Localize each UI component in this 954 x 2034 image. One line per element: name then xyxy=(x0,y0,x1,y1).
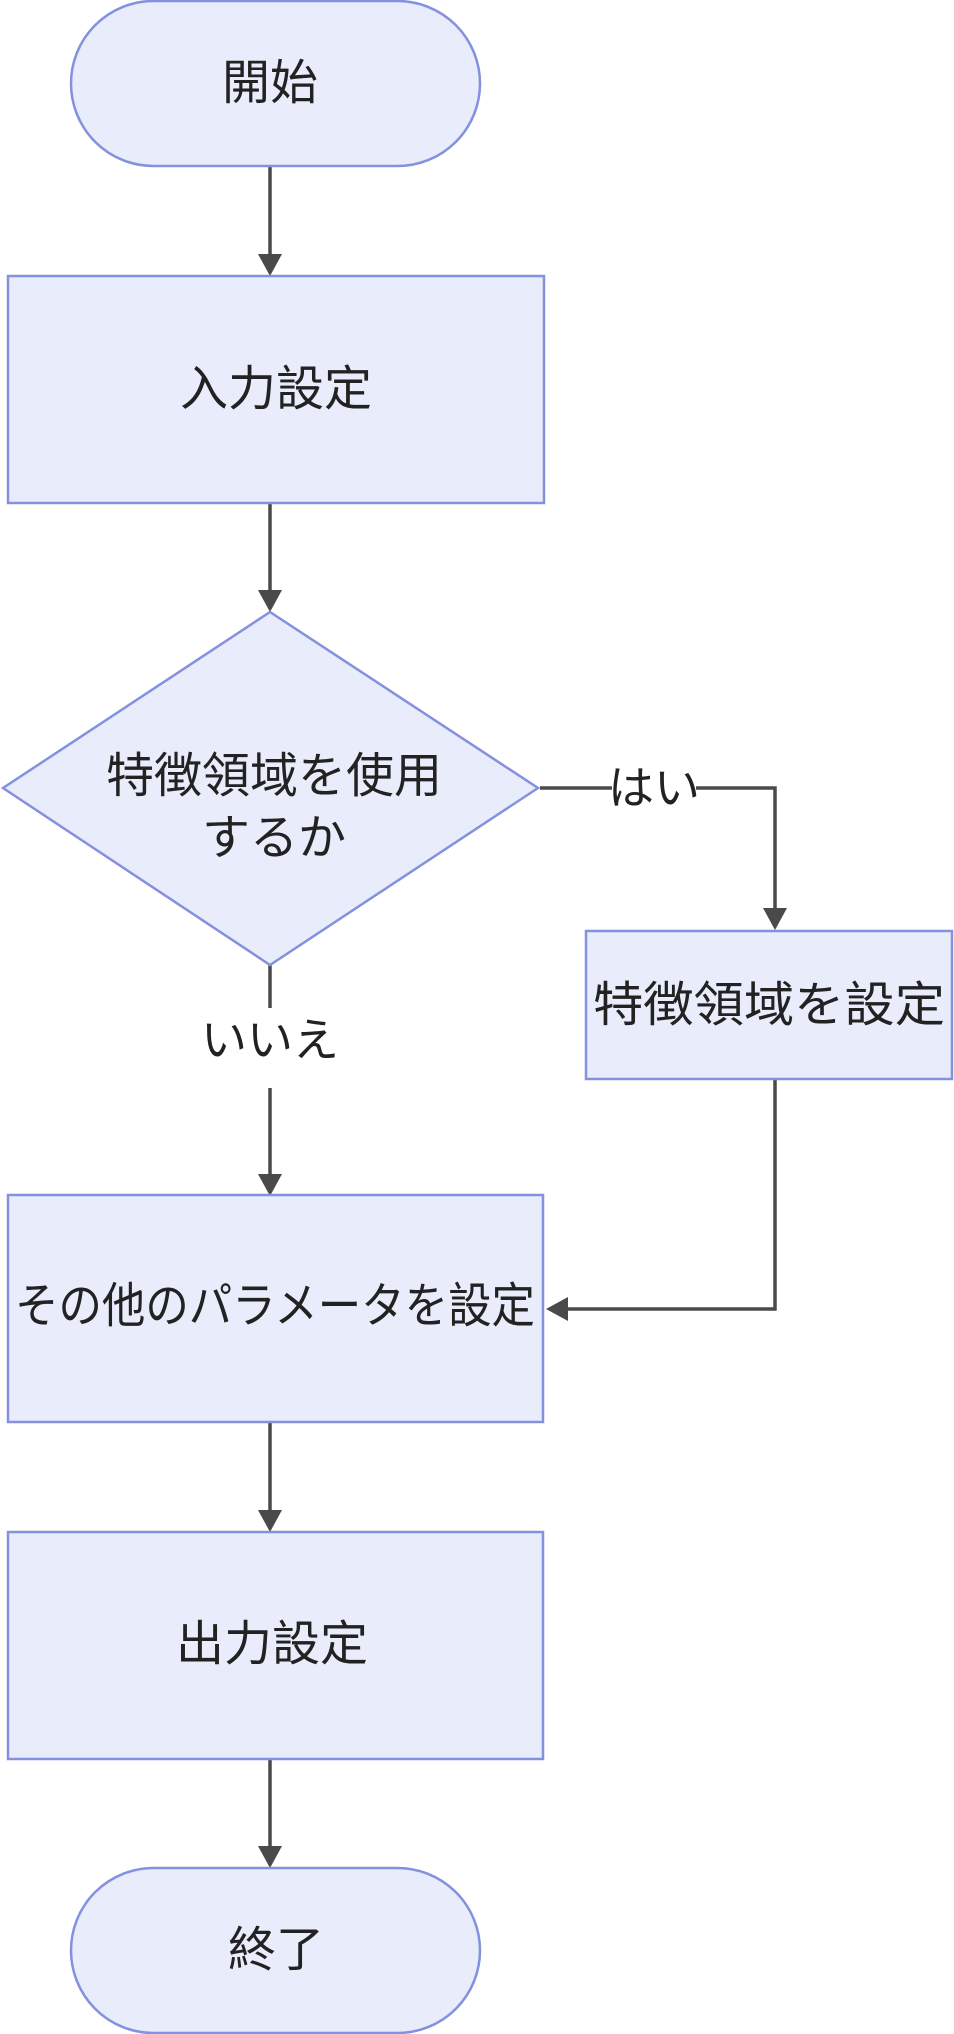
node-decision-label-line1: 特徴領域を使用 xyxy=(106,748,442,804)
arrowhead-other-params-side xyxy=(546,1297,568,1321)
node-set-other-params: その他のパラメータを設定 xyxy=(6,1193,545,1424)
node-start-label: 開始 xyxy=(222,55,318,111)
node-input-settings-label: 入力設定 xyxy=(180,361,372,417)
node-start: 開始 xyxy=(69,0,482,168)
node-output-settings-label: 出力設定 xyxy=(176,1616,368,1672)
arrowhead-input xyxy=(258,254,282,276)
node-output-settings: 出力設定 xyxy=(6,1530,545,1761)
edge-feature-region-to-other-params xyxy=(566,1079,777,1311)
node-end: 終了 xyxy=(69,1866,482,2034)
edge-label-no: いいえ xyxy=(200,1008,340,1088)
edge-label-yes: はい xyxy=(608,758,700,818)
node-decision: 特徴領域を使用 するか xyxy=(0,610,541,967)
node-end-label: 終了 xyxy=(228,1922,324,1978)
edge-label-yes-text: はい xyxy=(608,761,700,815)
edges xyxy=(258,166,787,1868)
arrowhead-decision xyxy=(258,590,282,612)
arrowhead-output xyxy=(258,1510,282,1532)
node-decision-label-line2: するか xyxy=(202,810,346,866)
arrowhead-end xyxy=(258,1846,282,1868)
arrowhead-feature-region xyxy=(763,908,787,930)
node-input-settings: 入力設定 xyxy=(6,274,546,505)
node-set-feature-region-label: 特徴領域を設定 xyxy=(593,977,945,1033)
edge-label-no-text: いいえ xyxy=(201,1013,339,1067)
arrowhead-other-params-top xyxy=(258,1174,282,1196)
node-set-feature-region: 特徴領域を設定 xyxy=(584,929,954,1081)
node-set-other-params-label: その他のパラメータを設定 xyxy=(15,1278,535,1334)
